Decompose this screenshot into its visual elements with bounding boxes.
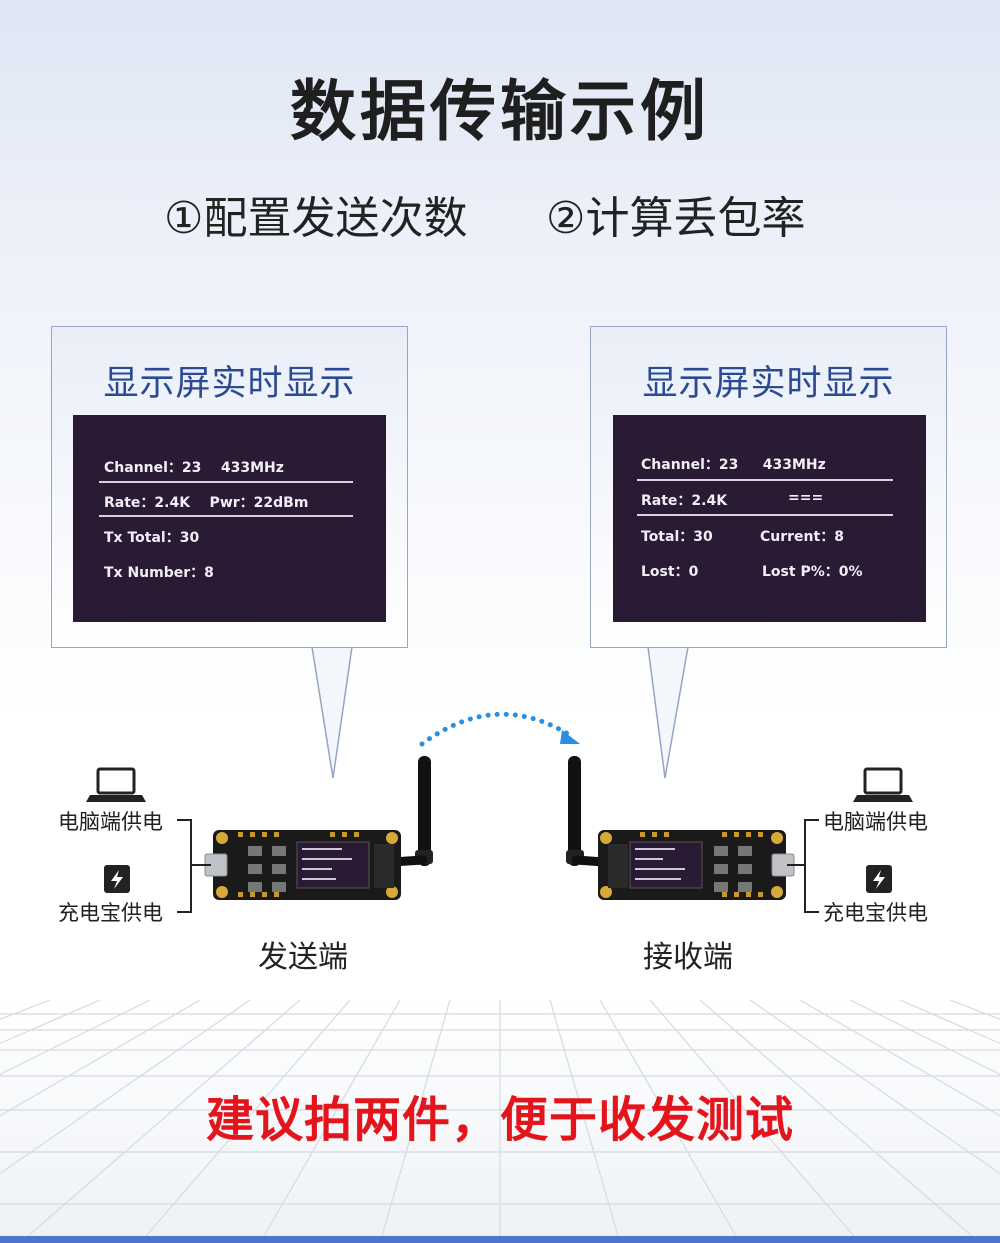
laptop-icon [853,767,913,802]
receiver-device [566,756,795,900]
laptop-icon [86,767,146,802]
receiver-screen: Channel：23 433MHz Rate：2.4K === Total：30… [613,415,926,622]
sender-display-panel: 显示屏实时显示 Channel：23 433MHz Rate：2.4K Pwr：… [51,326,408,648]
receiver-display-panel: 显示屏实时显示 Channel：23 433MHz Rate：2.4K === … [590,326,947,648]
receiver-rate-line: Rate：2.4K [641,493,728,509]
sender-tx-number-line: Tx Number：8 [104,565,214,581]
page-title: 数据传输示例 [290,73,710,150]
sender-rate-line: Rate：2.4K Pwr：22dBm [104,495,309,511]
subtitle-step-2: ②计算丢包率 [546,193,806,244]
arc-arrow-icon [419,711,580,747]
receiver-rate-mark: === [788,490,824,506]
power-bank-icon [104,865,130,893]
receiver-lost-line: Lost：0 [641,564,699,580]
sender-device [204,756,433,900]
bottom-note: 建议拍两件，便于收发测试 [205,1092,794,1148]
receiver-channel-line: Channel：23 433MHz [641,457,826,473]
sender-screen: Channel：23 433MHz Rate：2.4K Pwr：22dBm Tx… [73,415,386,622]
left-powerbank-power-label: 充电宝供电 [58,901,163,925]
right-powerbank-power-label: 充电宝供电 [823,901,928,925]
receiver-panel-title: 显示屏实时显示 [642,364,895,404]
receiver-label: 接收端 [643,940,733,975]
sender-label: 发送端 [258,940,348,975]
bottom-accent-bar [0,1236,1000,1243]
right-computer-power-label: 电脑端供电 [823,810,928,834]
sender-divider-1 [99,481,353,483]
sender-divider-2 [99,515,353,517]
power-bank-icon [866,865,892,893]
receiver-total-line: Total：30 [641,529,713,545]
receiver-current-line: Current：8 [760,529,844,545]
receiver-divider-2 [637,514,893,516]
receiver-divider-1 [637,479,893,481]
right-power-connector [787,767,913,913]
antenna-icon [387,756,433,867]
grid-floor [0,1000,1000,1243]
left-power-connector [86,767,211,913]
left-computer-power-label: 电脑端供电 [58,810,163,834]
subtitle-step-1: ①配置发送次数 [164,193,468,244]
sender-tx-total-line: Tx Total：30 [104,530,200,546]
sender-panel-title: 显示屏实时显示 [103,364,356,404]
receiver-lost-pct-line: Lost P%：0% [762,564,863,580]
sender-channel-line: Channel：23 433MHz [104,460,284,476]
